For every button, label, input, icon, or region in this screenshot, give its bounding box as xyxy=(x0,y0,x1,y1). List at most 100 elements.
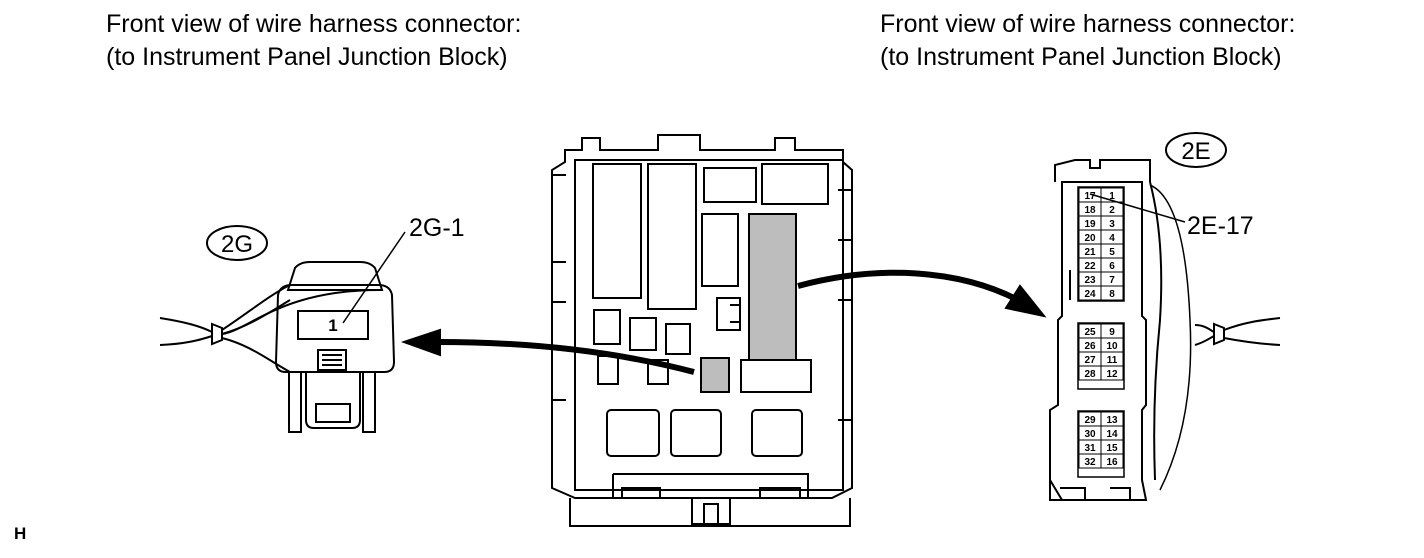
pin-label: 31 xyxy=(1084,443,1096,454)
pin-label: 23 xyxy=(1084,275,1096,286)
pin-label: 18 xyxy=(1084,205,1096,216)
arrow-to-2e xyxy=(797,269,1020,303)
fuse-slot-top-2 xyxy=(761,163,829,205)
relay-bottom-1 xyxy=(606,409,660,457)
pin-label: 17 xyxy=(1084,191,1096,202)
callout-line-2g-1 xyxy=(342,231,406,324)
harness-clamp xyxy=(211,322,223,346)
small-fuse-2 xyxy=(629,317,657,351)
small-fuse-4 xyxy=(597,355,619,385)
instrument-panel-junction-block xyxy=(551,134,853,527)
small-fuse-1 xyxy=(593,309,621,345)
socket-right xyxy=(740,359,812,393)
footer-letter: H xyxy=(14,524,27,543)
left-caption-line-1: Front view of wire harness connector: xyxy=(106,10,522,38)
harness-clamp xyxy=(1213,322,1225,346)
fuse-slot-top-1 xyxy=(703,167,757,203)
connector-2g-label: 2G xyxy=(221,231,253,258)
pin-label: 6 xyxy=(1109,261,1115,272)
junction-block-ribs xyxy=(552,174,852,421)
pin-label: 24 xyxy=(1084,289,1096,300)
pin-cell xyxy=(1100,453,1124,469)
pin-label: 28 xyxy=(1084,369,1096,380)
connector-2e-base xyxy=(1049,480,1146,501)
pin-label: 29 xyxy=(1084,415,1096,426)
bottom-rail-detail xyxy=(621,487,801,498)
pin-label: 26 xyxy=(1084,341,1096,352)
pin-label: 20 xyxy=(1084,233,1096,244)
connector-2e-cavity-group-2 xyxy=(1077,322,1125,390)
harness-wire xyxy=(221,289,381,335)
pin-label: 30 xyxy=(1084,429,1096,440)
pin-label: 32 xyxy=(1084,457,1096,468)
small-fuse-5 xyxy=(647,359,669,385)
connector-2e-socket-highlight xyxy=(748,213,797,361)
connector-2g-cavity xyxy=(297,310,369,340)
pin-cell xyxy=(1100,365,1124,381)
fuse-slot-vertical xyxy=(701,213,739,287)
connector-2e-feet xyxy=(1060,487,1131,500)
arrow-to-2g-head xyxy=(400,328,441,357)
callout-line-2e-17 xyxy=(1089,193,1186,223)
bottom-connector-rail xyxy=(612,473,809,498)
base-tab xyxy=(691,498,731,525)
pin-label: 2 xyxy=(1109,205,1115,216)
connector-2g-bottom-slot xyxy=(315,403,351,423)
relay-slot-2 xyxy=(647,163,697,310)
connector-2g: 2G 1 xyxy=(159,225,406,433)
callout-2e-17: 2E-17 xyxy=(1187,212,1254,240)
pin-label: 5 xyxy=(1109,247,1115,258)
relay-slot-1 xyxy=(592,163,642,299)
pin-label: 25 xyxy=(1084,327,1096,338)
pin-label: 16 xyxy=(1106,457,1118,468)
arrow-to-2g xyxy=(437,339,695,375)
connector-2e-label: 2E xyxy=(1181,138,1210,165)
pin-label: 3 xyxy=(1109,219,1115,230)
pin-label: 22 xyxy=(1084,261,1096,272)
connector-2g-top-latch xyxy=(286,261,384,291)
arrow-to-2e-head xyxy=(1004,284,1047,318)
connector-2g-lock-tab xyxy=(317,349,347,371)
relay-bottom-3 xyxy=(751,409,803,457)
pin-label: 10 xyxy=(1106,341,1118,352)
pin-label: 8 xyxy=(1109,289,1115,300)
harness-wire xyxy=(1223,317,1281,346)
junction-block-inner xyxy=(574,159,844,491)
pin-label: 13 xyxy=(1106,415,1118,426)
connector-2g-leg-right xyxy=(362,371,376,433)
pin-label: 11 xyxy=(1107,355,1118,366)
connector-2e-cavity-group-3 xyxy=(1077,410,1125,478)
connector-2e-side-detail xyxy=(1061,260,1071,310)
connector-2e-label-oval xyxy=(1165,132,1227,168)
relay-bottom-2 xyxy=(670,409,722,457)
connector-2g-socket-highlight xyxy=(700,357,730,393)
harness-wire xyxy=(159,317,213,333)
pin-label: 4 xyxy=(1109,233,1115,244)
pin-label: 9 xyxy=(1109,327,1115,338)
pin-label: 27 xyxy=(1084,355,1096,366)
pin-label: 21 xyxy=(1084,247,1096,258)
connector-2g-leg-left xyxy=(288,371,302,433)
left-caption-line-2: (to Instrument Panel Junction Block) xyxy=(106,43,508,71)
junction-block-base xyxy=(569,498,851,527)
connector-2e-latch xyxy=(1149,181,1163,481)
pin-cell xyxy=(1100,285,1124,301)
harness-wire xyxy=(159,335,213,346)
right-caption-line-1: Front view of wire harness connector: xyxy=(880,10,1296,38)
connector-2g-pin-1: 1 xyxy=(328,316,337,335)
small-socket xyxy=(716,297,741,331)
right-connector-caption: Front view of wire harness connector: (t… xyxy=(880,8,1295,74)
connector-2g-body xyxy=(274,284,396,373)
connector-2g-skirt xyxy=(305,372,361,429)
small-fuse-3 xyxy=(665,323,691,355)
pin-label: 15 xyxy=(1106,443,1118,454)
left-connector-caption: Front view of wire harness connector: (t… xyxy=(106,8,521,74)
callout-2g-1: 2G-1 xyxy=(409,214,465,242)
harness-wire xyxy=(221,285,291,373)
harness-wire xyxy=(1194,324,1215,346)
pin-label: 19 xyxy=(1084,219,1096,230)
connector-2e-top xyxy=(1054,159,1151,182)
connector-2e-cavity-group-1 xyxy=(1077,186,1125,302)
